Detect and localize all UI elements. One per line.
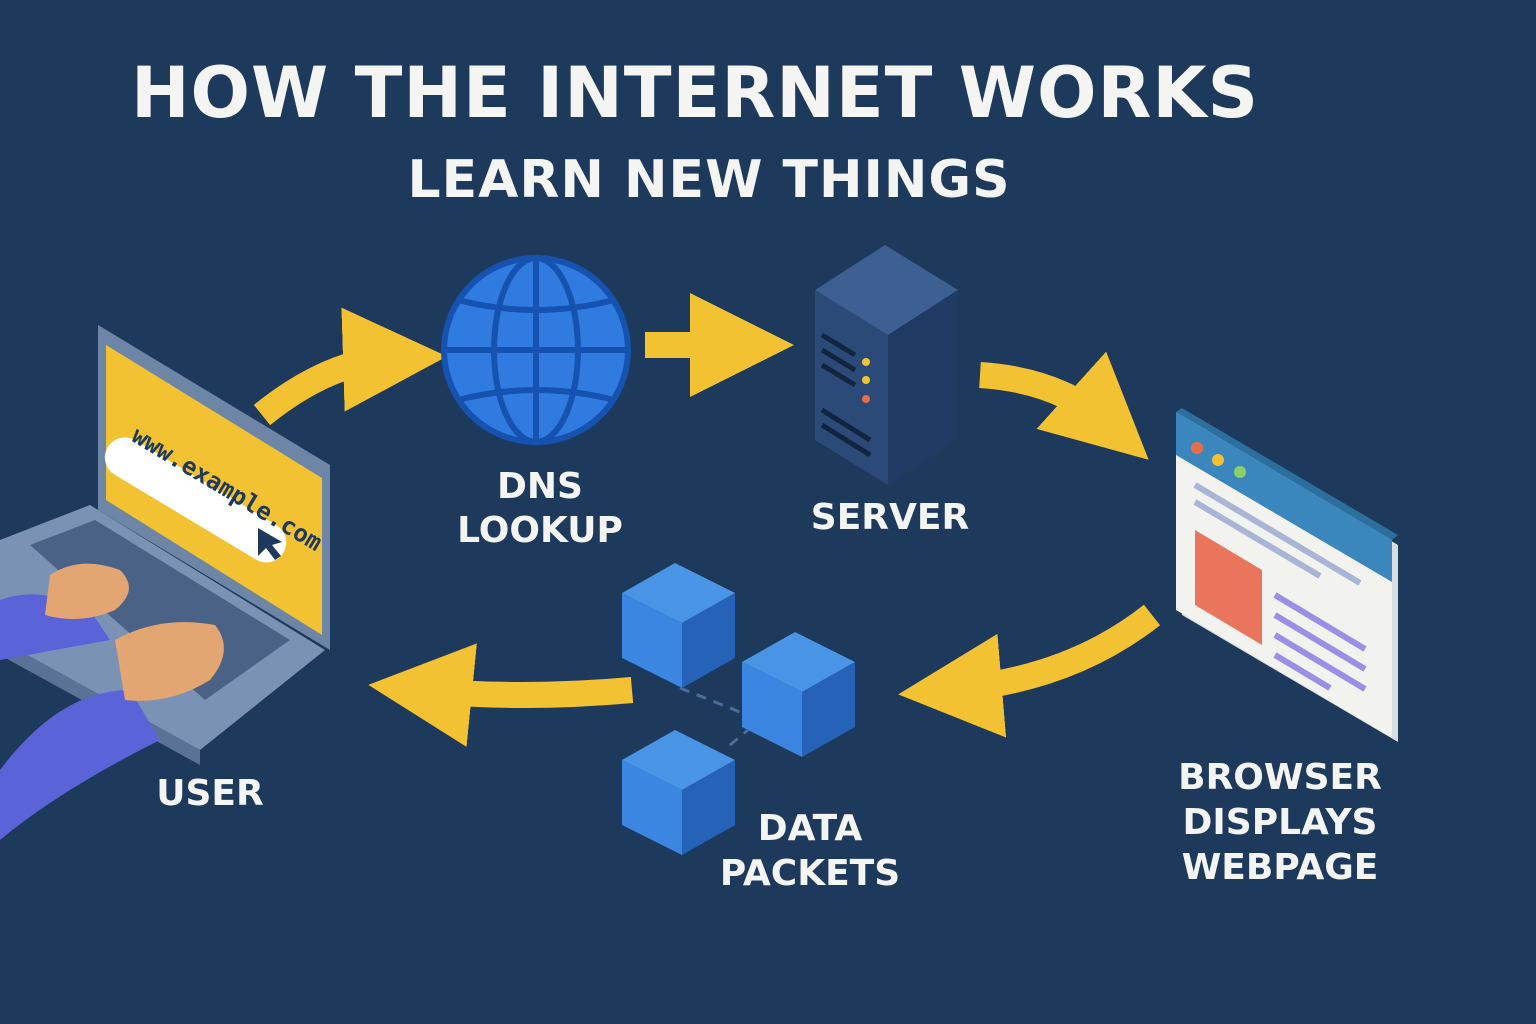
browser-window-icon — [1176, 408, 1398, 742]
user-label: USER — [156, 773, 264, 814]
data-packets-label: DATA PACKETS — [719, 808, 901, 894]
arrow-user-to-dns — [253, 307, 447, 426]
page-subtitle: LEARN NEW THINGS — [407, 150, 1011, 210]
browser-label: BROWSER DISPLAYS WEBPAGE — [1178, 757, 1382, 888]
globe-icon — [441, 255, 631, 445]
hands-icon — [0, 563, 224, 840]
arrow-server-to-browser — [979, 351, 1149, 460]
page-title: HOW THE INTERNET WORKS — [130, 52, 1260, 134]
packet-cube-2 — [742, 632, 855, 757]
packet-cube-3 — [622, 730, 735, 855]
arrow-packets-to-user — [368, 643, 634, 747]
server-label: SERVER — [810, 497, 970, 538]
packet-link-dashes — [679, 686, 749, 747]
server-icon — [815, 245, 958, 485]
arrow-browser-to-packets — [898, 604, 1161, 738]
dns-lookup-label: DNS LOOKUP — [457, 466, 623, 551]
cursor-icon — [258, 528, 282, 560]
packet-cube-1 — [622, 563, 735, 688]
